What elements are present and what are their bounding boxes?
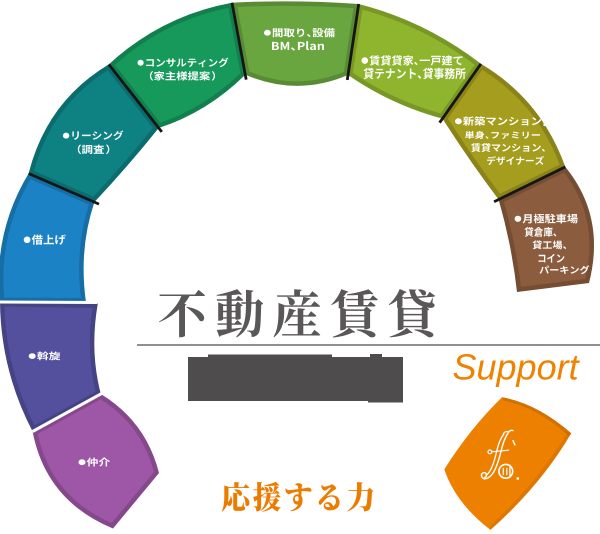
svg-text:Support: Support [453, 347, 581, 388]
